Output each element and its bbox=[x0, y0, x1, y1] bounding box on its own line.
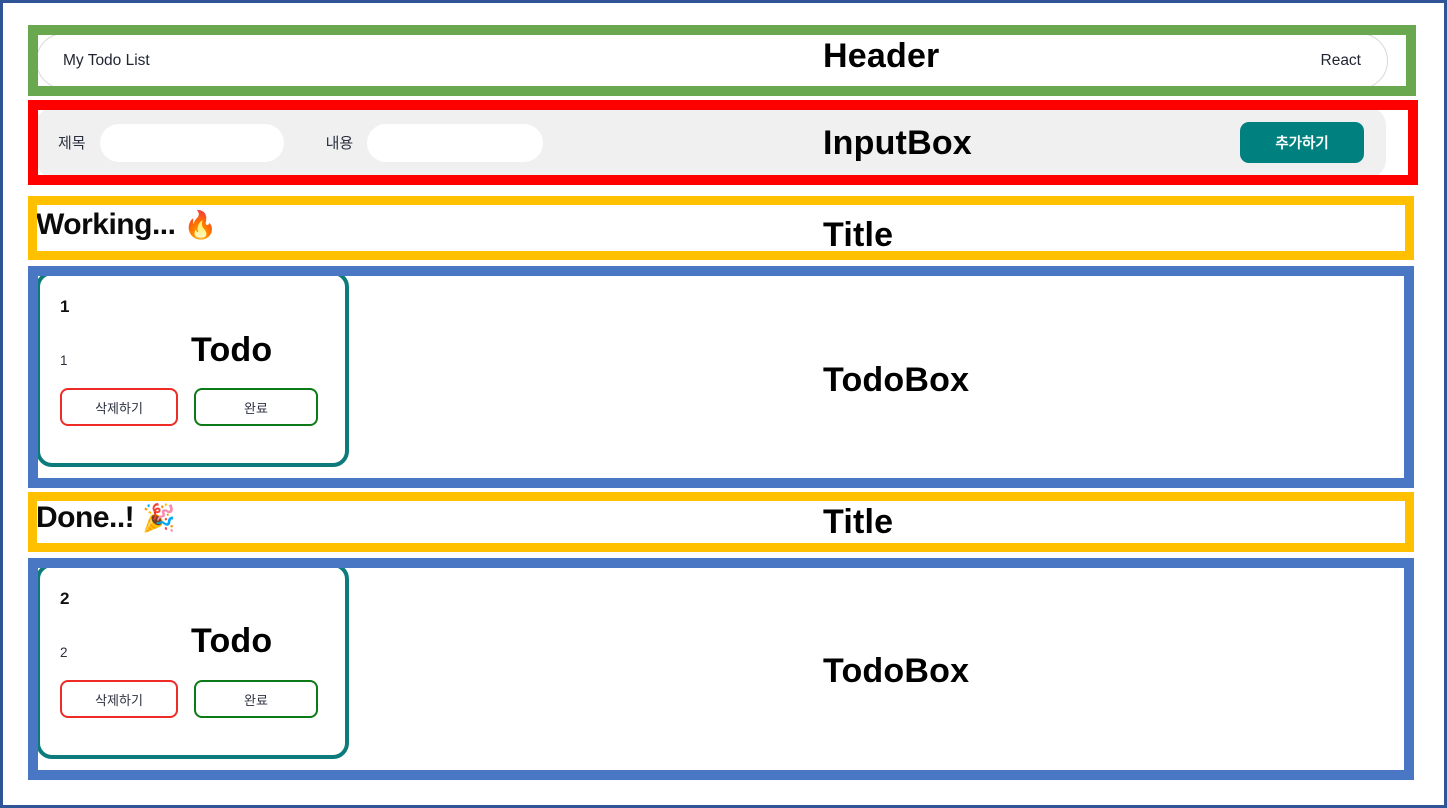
party-popper-emoji: 🎉 bbox=[142, 502, 176, 533]
section-title-working-text: Working... bbox=[36, 208, 176, 241]
delete-todo-button[interactable]: 삭제하기 bbox=[60, 680, 178, 718]
fire-emoji: 🔥 bbox=[183, 209, 217, 240]
page-title: My Todo List bbox=[63, 52, 150, 69]
title-field-label: 제목 bbox=[58, 135, 86, 152]
annotation-box-title-done bbox=[28, 492, 1414, 552]
header-brand-label: React bbox=[1320, 52, 1362, 69]
complete-todo-button[interactable]: 완료 bbox=[194, 388, 318, 426]
annotation-label-header: Header bbox=[823, 37, 940, 75]
title-input[interactable] bbox=[99, 123, 284, 162]
header-bar: My Todo List React bbox=[36, 33, 1388, 89]
annotation-box-title-working bbox=[28, 196, 1414, 260]
annotation-label-todo-working: Todo bbox=[191, 331, 273, 369]
section-title-working: Working... 🔥 bbox=[36, 208, 217, 242]
annotation-label-todobox-working: TodoBox bbox=[823, 361, 970, 399]
input-box-panel: 제목 내용 추가하기 bbox=[36, 107, 1386, 178]
annotation-label-todo-done: Todo bbox=[191, 622, 273, 660]
content-field-group: 내용 bbox=[325, 123, 544, 162]
todo-actions: 삭제하기 완료 bbox=[60, 388, 325, 426]
annotation-label-inputbox: InputBox bbox=[823, 124, 972, 162]
section-title-done-text: Done..! bbox=[36, 501, 135, 534]
todo-body: 2 bbox=[60, 645, 68, 660]
section-title-done: Done..! 🎉 bbox=[36, 501, 176, 535]
content-field-label: 내용 bbox=[325, 135, 354, 152]
todo-body: 1 bbox=[60, 353, 68, 368]
annotation-label-title-done: Title bbox=[823, 503, 894, 541]
delete-todo-button[interactable]: 삭제하기 bbox=[60, 388, 178, 426]
title-field-group: 제목 bbox=[58, 123, 284, 162]
add-todo-button[interactable]: 추가하기 bbox=[1240, 122, 1364, 163]
todo-actions: 삭제하기 완료 bbox=[60, 680, 325, 718]
todo-card[interactable]: 1 1 삭제하기 완료 bbox=[36, 271, 349, 467]
annotation-label-title-working: Title bbox=[823, 216, 894, 254]
todo-title: 2 bbox=[60, 589, 70, 608]
content-input[interactable] bbox=[367, 123, 544, 162]
annotation-label-todobox-done: TodoBox bbox=[823, 652, 970, 690]
todo-title: 1 bbox=[60, 297, 70, 316]
complete-todo-button[interactable]: 완료 bbox=[194, 680, 318, 718]
todo-card[interactable]: 2 2 삭제하기 완료 bbox=[36, 563, 349, 759]
